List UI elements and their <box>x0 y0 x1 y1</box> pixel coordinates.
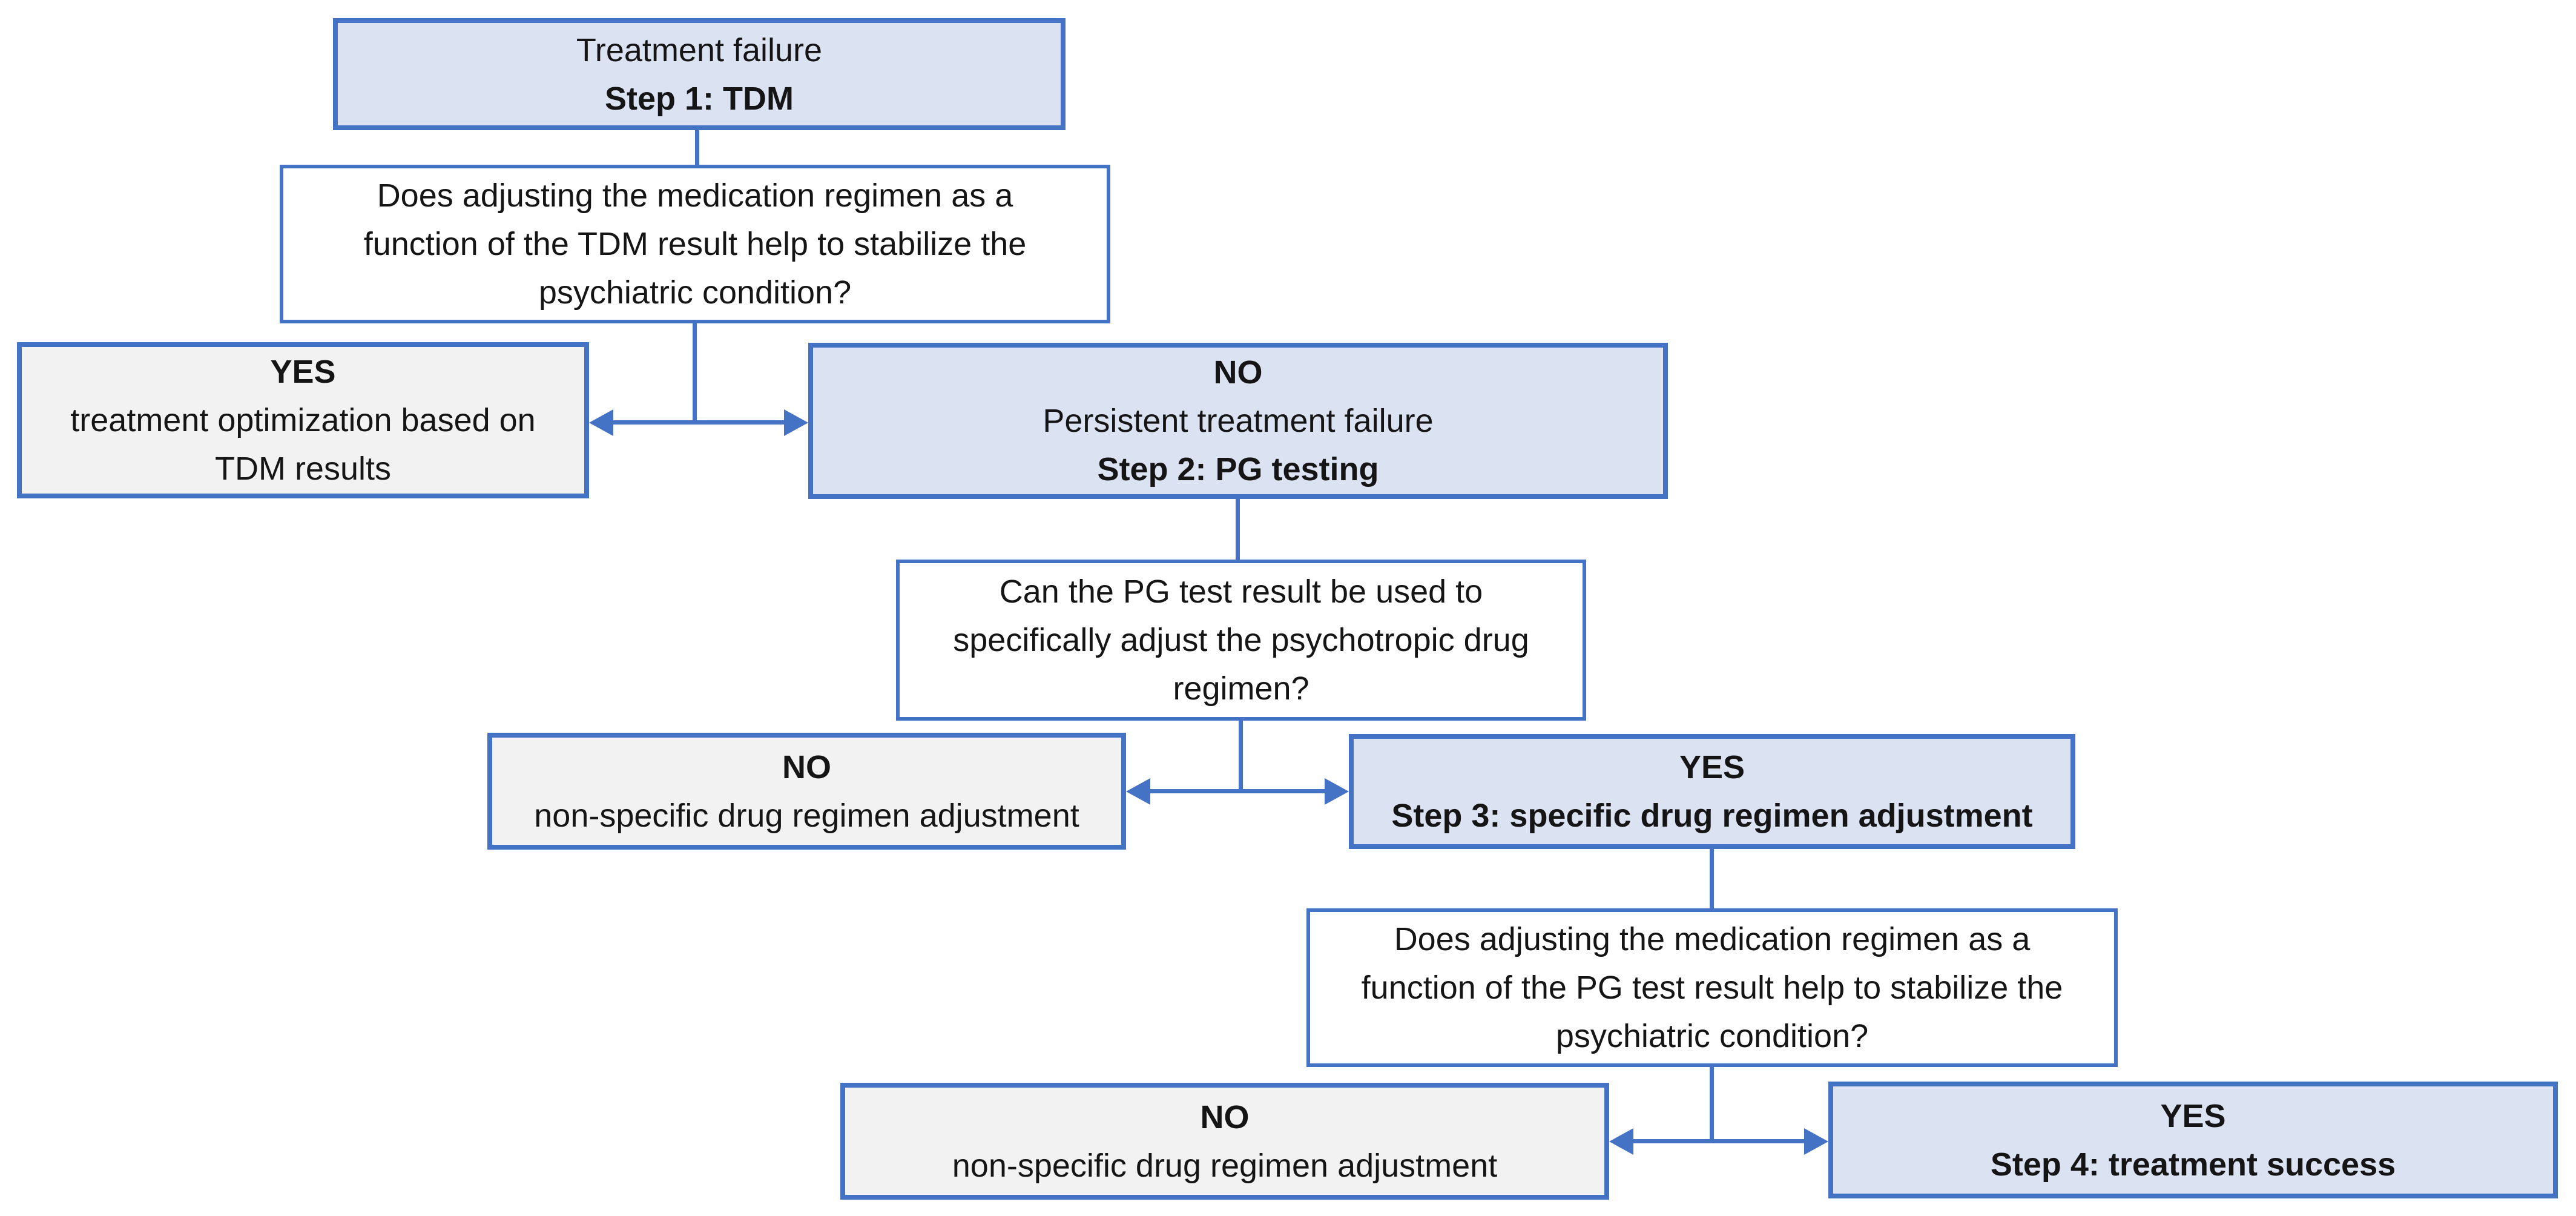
outcome-no-nonspecific-adjustment-1: NO non-specific drug regimen adjustment <box>487 733 1126 850</box>
arrowhead-right-yes3-icon <box>1804 1128 1828 1155</box>
outcome-yes-tdm-optimization: YES treatment optimization based on TDM … <box>17 342 589 498</box>
connector-step2-to-q2 <box>1236 499 1240 560</box>
connector-q2-to-branch <box>1239 721 1243 791</box>
arrowhead-left-no2-icon <box>1126 778 1150 805</box>
question-pg-line2: specifically adjust the psychotropic dru… <box>953 622 1529 658</box>
node-step2-label: NO <box>1213 354 1263 391</box>
connector-q3-to-branch <box>1710 1067 1714 1139</box>
branch3-line <box>1626 1139 1813 1143</box>
node-step1-line2: Step 1: TDM <box>604 80 794 117</box>
connector-q1-to-branch <box>693 323 697 423</box>
question-pg-specific-adjust: Can the PG test result be used to specif… <box>896 560 1586 721</box>
question-pg-line1: Can the PG test result be used to <box>999 573 1483 610</box>
arrowhead-right-no1-icon <box>784 409 808 436</box>
arrowhead-left-no3-icon <box>1609 1128 1633 1155</box>
outcome-no2-line2: non-specific drug regimen adjustment <box>534 797 1079 834</box>
question-pg-line3: regimen? <box>1173 670 1309 707</box>
connector-step1-to-q1 <box>695 129 699 166</box>
node-step3-line2: Step 3: specific drug regimen adjustment <box>1391 798 2033 834</box>
node-step1-line1: Treatment failure <box>576 31 823 68</box>
question-tdm-line1: Does adjusting the medication regimen as… <box>377 177 1013 214</box>
connector-step3-to-q3 <box>1710 849 1714 908</box>
node-step2-pg-testing: NO Persistent treatment failure Step 2: … <box>808 343 1668 499</box>
node-step3-label: YES <box>1679 749 1745 785</box>
outcome-no-nonspecific-adjustment-2: NO non-specific drug regimen adjustment <box>840 1083 1609 1200</box>
node-step3-specific-adjustment: YES Step 3: specific drug regimen adjust… <box>1349 734 2075 849</box>
outcome-yes1-line2: treatment optimization based on <box>70 402 536 438</box>
node-step2-line3: Step 2: PG testing <box>1097 451 1379 487</box>
question-pg2-line1: Does adjusting the medication regimen as… <box>1394 921 2031 957</box>
question-tdm-line3: psychiatric condition? <box>538 274 852 311</box>
question-tdm-stabilize: Does adjusting the medication regimen as… <box>280 165 1110 323</box>
node-step1-tdm: Treatment failure Step 1: TDM <box>333 18 1066 130</box>
question-tdm-line2: function of the TDM result help to stabi… <box>363 226 1027 262</box>
outcome-no3-line2: non-specific drug regimen adjustment <box>952 1147 1498 1184</box>
outcome-yes1-line3: TDM results <box>214 451 391 487</box>
arrowhead-left-yes1-icon <box>589 409 613 436</box>
branch1-line <box>605 420 793 425</box>
question-pg2-line3: psychiatric condition? <box>1555 1018 1869 1054</box>
node-step4-label: YES <box>2160 1097 2226 1134</box>
node-step4-treatment-success: YES Step 4: treatment success <box>1828 1082 2558 1198</box>
node-step2-line2: Persistent treatment failure <box>1043 403 1434 439</box>
outcome-yes1-label: YES <box>270 354 336 390</box>
question-pg2-line2: function of the PG test result help to s… <box>1361 970 2063 1006</box>
outcome-no3-label: NO <box>1200 1099 1250 1135</box>
node-step4-line2: Step 4: treatment success <box>1990 1146 2396 1183</box>
branch2-line <box>1141 789 1335 793</box>
question-pg-stabilize: Does adjusting the medication regimen as… <box>1306 908 2118 1067</box>
outcome-no2-label: NO <box>782 748 831 785</box>
arrowhead-right-yes2-icon <box>1325 778 1349 805</box>
